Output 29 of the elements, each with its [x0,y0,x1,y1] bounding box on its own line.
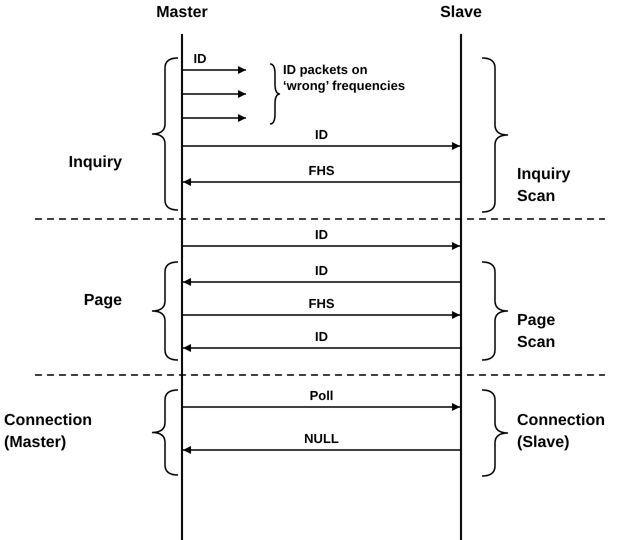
message-arrow [183,344,460,352]
phase-label: Connection (Slave) [517,411,606,453]
phase-label: Connection (Master) [4,411,93,453]
message-arrow [183,311,460,319]
message-arrow [183,403,460,411]
message-arrow [183,114,246,122]
message-label: ID [313,329,330,344]
message-arrow [183,242,460,250]
message-arrow [183,178,460,186]
message-arrow [183,278,460,286]
message-label: FHS [306,163,336,178]
message-label: ID [313,227,330,242]
phase-label: Inquiry Scan [517,165,572,207]
phase-label: Inquiry [68,153,122,173]
message-label: FHS [306,296,336,311]
lifeline-title: Master [156,3,208,23]
message-arrow [183,446,460,454]
message-label: Poll [308,388,336,403]
message-arrow [183,66,246,74]
message-label: ID [192,51,208,66]
message-label: ID [313,127,330,142]
message-arrow [183,142,460,150]
message-label: NULL [302,431,341,446]
phase-label: Page Scan [517,311,556,353]
lifeline-title: Slave [440,3,482,23]
message-arrow [183,90,246,98]
phase-label: Page [82,291,122,311]
message-label: ID [313,263,330,278]
note-text: ID packets on ‘wrong’ frequencies [283,62,406,94]
